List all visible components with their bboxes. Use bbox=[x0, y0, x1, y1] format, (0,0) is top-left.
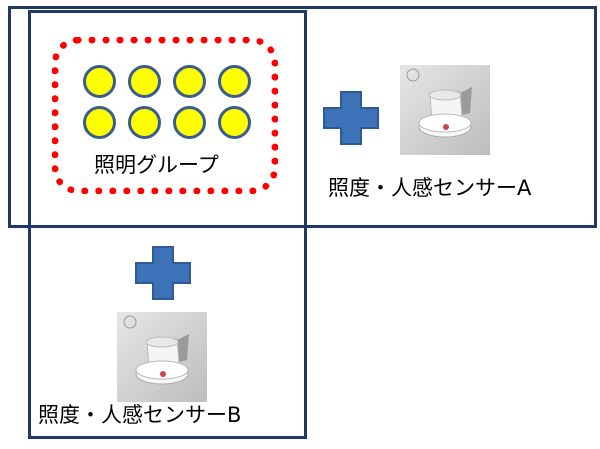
light-icon bbox=[218, 106, 251, 139]
plus-icon bbox=[135, 246, 191, 300]
light-icon bbox=[83, 65, 116, 98]
light-icon bbox=[128, 106, 161, 139]
sensor-b-image bbox=[117, 312, 207, 402]
light-icon bbox=[173, 106, 206, 139]
light-icon bbox=[218, 65, 251, 98]
lighting-group-lights bbox=[83, 65, 253, 139]
light-icon bbox=[128, 65, 161, 98]
lighting-group-label: 照明グループ bbox=[94, 153, 219, 177]
group-frame-with-sensor-b bbox=[28, 10, 307, 439]
lighting-group-boundary bbox=[52, 37, 278, 194]
group-frame-with-sensor-a bbox=[8, 6, 597, 228]
light-icon bbox=[83, 106, 116, 139]
sensor-b-label: 照度・人感センサーB bbox=[38, 403, 242, 427]
sensor-a-image bbox=[400, 65, 490, 155]
plus-icon bbox=[323, 91, 379, 145]
sensor-a-label: 照度・人感センサーA bbox=[328, 176, 532, 200]
light-icon bbox=[173, 65, 206, 98]
